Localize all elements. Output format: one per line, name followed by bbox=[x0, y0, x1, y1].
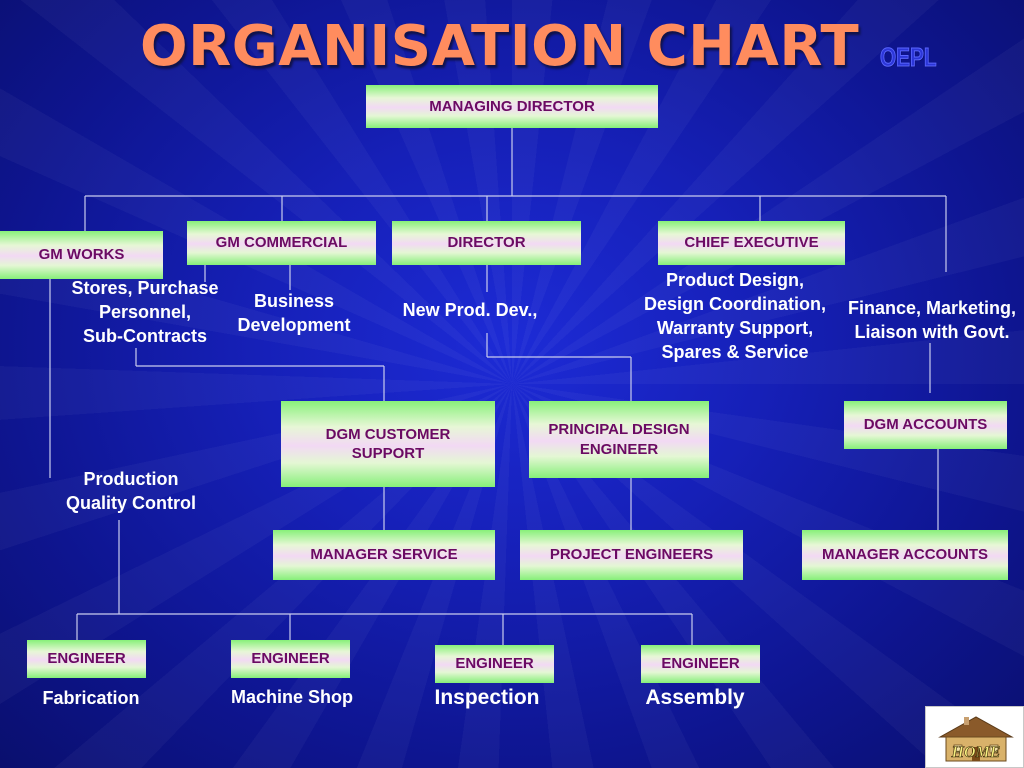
home-button[interactable]: HOME bbox=[925, 706, 1024, 768]
gm-works-duties: Production Quality Control bbox=[66, 469, 196, 513]
box-director: DIRECTOR bbox=[392, 221, 581, 265]
box-engineer-assembly: ENGINEER bbox=[641, 645, 760, 683]
box-project-engineers: PROJECT ENGINEERS bbox=[520, 530, 743, 580]
chief-executive-duties: Product Design, Design Coordination, War… bbox=[644, 270, 826, 362]
box-engineer-fabrication: ENGINEER bbox=[27, 640, 146, 678]
box-manager-accounts: MANAGER ACCOUNTS bbox=[802, 530, 1008, 580]
director-duties: New Prod. Dev., bbox=[402, 300, 538, 320]
home-label: HOME bbox=[951, 744, 1001, 761]
engineer-area-machine-shop: Machine Shop bbox=[230, 687, 353, 707]
finance-duties: Finance, Marketing, Liaison with Govt. bbox=[847, 298, 1017, 342]
box-engineer-inspection: ENGINEER bbox=[435, 645, 554, 683]
engineer-area-fabrication: Fabrication bbox=[42, 688, 140, 708]
house-icon: HOME bbox=[938, 716, 1014, 762]
box-dgm-customer-support: DGM CUSTOMER SUPPORT bbox=[281, 401, 495, 487]
box-gm-works: GM WORKS bbox=[0, 231, 163, 279]
box-managing-director: MANAGING DIRECTOR bbox=[366, 85, 658, 128]
engineer-area-assembly: Assembly bbox=[645, 686, 745, 709]
box-chief-executive: CHIEF EXECUTIVE bbox=[658, 221, 845, 265]
box-dgm-accounts: DGM ACCOUNTS bbox=[844, 401, 1007, 449]
gm-commercial-duties-left: Stores, Purchase Personnel, Sub-Contract… bbox=[71, 278, 219, 346]
company-subtitle: OEPL bbox=[880, 42, 937, 73]
page-title: ORGANISATION CHART bbox=[140, 14, 860, 79]
box-engineer-machine-shop: ENGINEER bbox=[231, 640, 350, 678]
box-principal-design-engineer: PRINCIPAL DESIGN ENGINEER bbox=[529, 401, 709, 478]
engineer-area-inspection: Inspection bbox=[434, 686, 540, 709]
gm-commercial-duties-right: Business Development bbox=[237, 291, 351, 335]
box-gm-commercial: GM COMMERCIAL bbox=[187, 221, 376, 265]
box-manager-service: MANAGER SERVICE bbox=[273, 530, 495, 580]
